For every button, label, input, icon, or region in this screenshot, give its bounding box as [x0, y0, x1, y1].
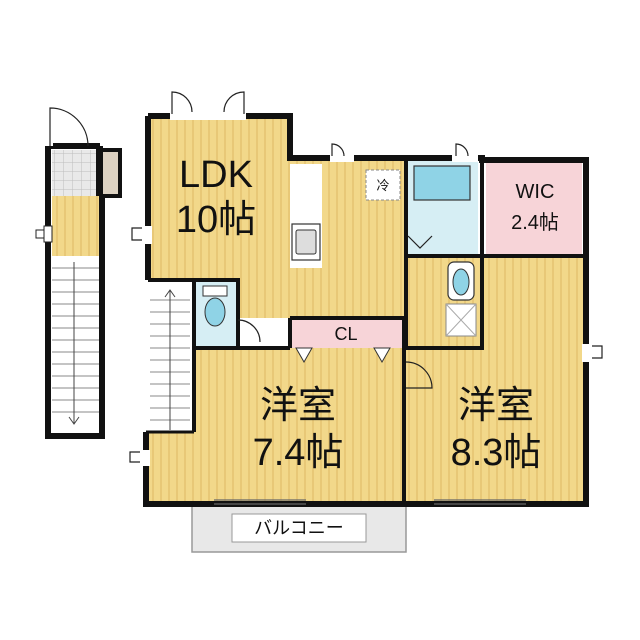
stair-up-arrow-icon: [164, 289, 176, 430]
ldk-name-label: LDK: [179, 154, 253, 196]
walls: [143, 113, 589, 507]
wic-name-label: WIC: [516, 181, 555, 203]
west-room-floor: [194, 348, 404, 502]
closet-floor: [290, 318, 402, 348]
doors-windows: [129, 91, 603, 505]
east-room-name-label: 洋室: [458, 385, 534, 427]
stair-tower: [35, 98, 122, 439]
stair-tower-side-window: [35, 225, 53, 243]
toilet: [202, 285, 228, 327]
wic-floor: [486, 160, 582, 254]
east-room-size-label: 8.3帖: [451, 432, 542, 474]
bathtub: [413, 165, 471, 201]
washing-machine-space: [445, 303, 477, 337]
wash-basin: [447, 261, 475, 301]
west-room-size-label: 7.4帖: [253, 432, 344, 474]
fridge-label: 冷: [376, 178, 389, 193]
closet-label: CL: [334, 324, 357, 344]
stair-floor: [52, 256, 100, 432]
fridge-space: 冷: [365, 169, 401, 201]
kitchen-sink: [291, 223, 321, 261]
ldk-hall-floor: [238, 278, 406, 318]
balcony-label: バルコニー: [254, 518, 344, 538]
landing-floor: [52, 196, 100, 256]
ldk-floor: [148, 116, 292, 282]
inner-hall-floor: [148, 432, 194, 502]
stair-tower-walls: [45, 143, 105, 439]
stair-treads: [52, 267, 100, 413]
closet-doors: [295, 347, 391, 364]
room-labels: LDK 10帖 WIC 2.4帖 CL 洋室 7.4帖 洋室 8.3帖 バルコニ…: [176, 154, 559, 543]
west-room-name-label: 洋室: [260, 385, 336, 427]
stair-down-arrow-icon: [68, 262, 80, 425]
stair-tower-door: [45, 98, 89, 147]
ldk-size-label: 10帖: [176, 199, 256, 241]
entry-tile-floor: [52, 150, 100, 196]
wic-size-label: 2.4帖: [511, 211, 559, 234]
inner-stair-floor: [148, 282, 194, 432]
east-room-floor: [406, 256, 586, 502]
